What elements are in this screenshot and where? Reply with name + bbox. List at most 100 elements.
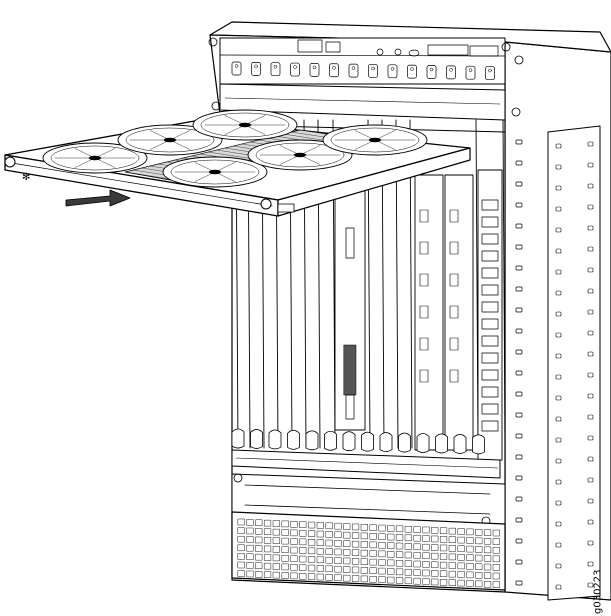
rail-hole [515, 370, 523, 376]
rail-hole [587, 414, 594, 420]
port-icon [481, 267, 499, 279]
port-icon [481, 403, 499, 415]
rail-hole [555, 521, 562, 527]
fan-logo-icon: ✻ [22, 172, 30, 183]
port-icon [481, 301, 499, 313]
port-icon [449, 305, 459, 319]
rail-hole [587, 267, 594, 273]
rail-hole [555, 206, 562, 212]
port-icon [449, 337, 459, 351]
port-icon [481, 284, 499, 296]
rail-hole [555, 437, 562, 443]
port-icon [481, 233, 499, 245]
screw-icon [501, 42, 511, 52]
rail-hole [555, 563, 562, 569]
captive-screw-icon [260, 198, 272, 210]
screw-icon [208, 37, 218, 47]
ejector-handles [231, 428, 485, 455]
rail-hole [587, 435, 594, 441]
rail-hole [587, 540, 594, 546]
craft-tab [368, 64, 378, 78]
air-intake-grille [231, 511, 506, 591]
rail-hole [587, 288, 594, 294]
rail-hole [515, 538, 523, 544]
rail-hole [555, 353, 562, 359]
craft-tab [426, 65, 437, 79]
rail-hole [515, 328, 523, 334]
insert-direction-arrow [65, 189, 131, 207]
port-icon [449, 369, 459, 383]
port-icon [481, 199, 499, 211]
rail-hole [587, 141, 594, 147]
rail-hole [515, 160, 523, 166]
rail-hole [515, 580, 523, 586]
rail-hole [587, 372, 594, 378]
port-icon [419, 241, 429, 255]
craft-tab [309, 63, 320, 77]
rail-mounting-holes [515, 139, 594, 590]
rail-hole [515, 496, 523, 502]
fan-icon [162, 156, 268, 188]
ejector-handle [379, 432, 393, 452]
port-icon [481, 335, 499, 347]
ejector-handle [342, 431, 356, 452]
rail-hole [515, 349, 523, 355]
craft-tab [387, 64, 398, 79]
rail-hole [555, 143, 562, 149]
port-icon [481, 250, 499, 262]
port-icon [419, 369, 429, 383]
craft-tab-row [231, 61, 495, 80]
switch-card [414, 174, 444, 451]
rail-hole [587, 246, 594, 252]
port-blocks [419, 199, 499, 432]
ejector-handle [398, 432, 411, 453]
ejector-handle [250, 429, 263, 449]
port-icon [449, 209, 459, 223]
craft-tab [270, 62, 281, 77]
rail-hole [515, 202, 523, 208]
port-icon [419, 305, 429, 319]
port-icon [481, 352, 499, 364]
ejector-handle [324, 430, 337, 451]
fan-icon [192, 109, 298, 141]
rail-hole [515, 223, 523, 229]
rail-hole [587, 183, 594, 189]
rail-hole [515, 286, 523, 292]
port-icon [449, 241, 459, 255]
rail-hole [587, 477, 594, 483]
rail-hole [587, 456, 594, 462]
craft-tab [231, 61, 242, 76]
fan-tray: ✻ [4, 109, 471, 217]
fans [42, 109, 428, 188]
rail-hole [515, 265, 523, 271]
ejector-handle [231, 428, 245, 449]
screw-icon [514, 55, 524, 65]
fan-icon [247, 139, 353, 171]
port-icon [449, 273, 459, 287]
rail-hole [555, 185, 562, 191]
rail-hole [555, 542, 562, 548]
ejector-handle [472, 434, 485, 455]
rail-hole [555, 584, 562, 590]
ejector-handle [305, 430, 319, 451]
rail-hole [555, 290, 562, 296]
rail-hole [555, 248, 562, 254]
rail-hole [555, 374, 562, 380]
rail-hole [555, 458, 562, 464]
port-icon [419, 337, 429, 351]
rail-hole [587, 582, 594, 588]
rail-hole [515, 139, 523, 145]
rail-hole [555, 269, 562, 275]
rail-hole [555, 500, 562, 506]
craft-tab [485, 66, 495, 80]
craft-tab [290, 62, 300, 77]
rail-hole [515, 412, 523, 418]
ejector-handle [453, 434, 467, 454]
rail-hole [515, 181, 523, 187]
rail-hole [515, 391, 523, 397]
rack-rail [547, 125, 601, 601]
rail-hole [587, 309, 594, 315]
port-icon [481, 369, 499, 381]
rail-hole [587, 225, 594, 231]
